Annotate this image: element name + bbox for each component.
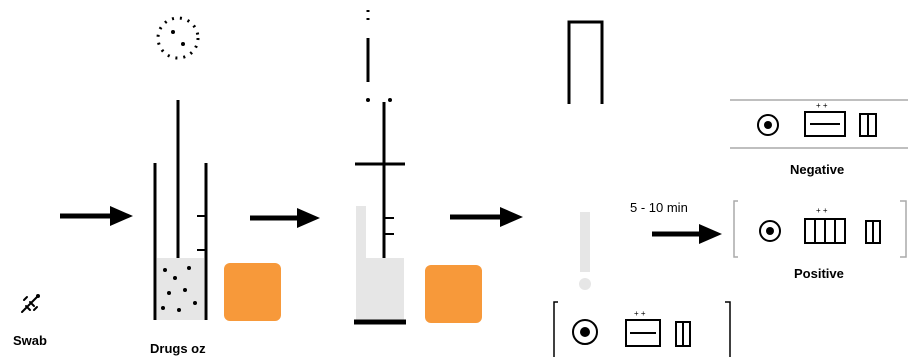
beaker-icon bbox=[145, 8, 215, 323]
time-label: 5 - 10 min bbox=[630, 200, 688, 215]
result-card-positive: + + bbox=[730, 195, 909, 265]
arrow-right-icon bbox=[250, 206, 322, 230]
dropper-icon bbox=[350, 10, 410, 326]
test-strip-icon: + + bbox=[550, 12, 735, 357]
arrow-right-icon bbox=[450, 205, 525, 229]
swab-label: Swab bbox=[13, 333, 47, 348]
negative-label: Negative bbox=[790, 162, 845, 177]
svg-text:+ +: + + bbox=[634, 309, 646, 318]
positive-label: Positive bbox=[794, 266, 844, 281]
step1-label: Drugs oz bbox=[150, 341, 206, 356]
swab-icon bbox=[16, 290, 46, 320]
svg-text:+ +: + + bbox=[816, 206, 828, 215]
arrow-right-icon bbox=[652, 222, 724, 246]
orange-sample-block bbox=[425, 265, 482, 323]
arrow-right-icon bbox=[60, 204, 135, 228]
svg-text:+ +: + + bbox=[816, 101, 828, 110]
orange-sample-block bbox=[224, 263, 281, 321]
result-card-negative: + + bbox=[730, 90, 909, 160]
